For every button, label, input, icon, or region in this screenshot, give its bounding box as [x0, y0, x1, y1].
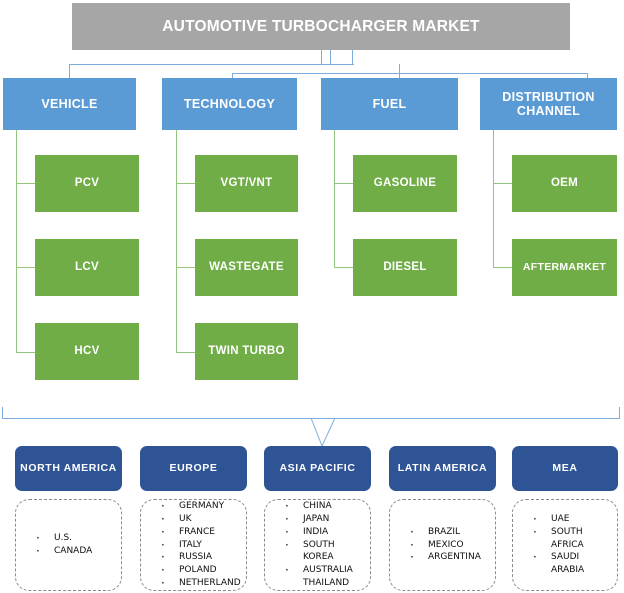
region-box-mea[interactable]: MEA [512, 446, 618, 491]
country-list-item: SOUTH [529, 525, 584, 539]
sub-box-wastegate[interactable]: WASTEGATE [195, 239, 298, 296]
sub-box-pcv[interactable]: PCV [35, 155, 139, 212]
connector-region-bus-left-tick [2, 407, 3, 418]
sub-box-diesel[interactable]: DIESEL [353, 239, 457, 296]
connector-region-bus-right-tick [619, 407, 620, 418]
connector-branch-diesel [334, 267, 353, 268]
connector-root-stub-right [352, 50, 353, 64]
country-list-item: THAILAND [303, 577, 350, 588]
country-list-item: POLAND [157, 563, 241, 577]
connector-root-stub-mid [330, 50, 331, 64]
country-list-item: UAE [529, 512, 584, 526]
country-list-item: AUSTRALIA [281, 563, 353, 577]
connector-branch-wastegate [176, 267, 195, 268]
sub-box-lcv[interactable]: LCV [35, 239, 139, 296]
country-list-item: CHINA [281, 500, 353, 513]
connector-branch-oem [493, 183, 512, 184]
root-title-box: AUTOMOTIVE TURBOCHARGER MARKET [72, 3, 570, 50]
connector-drop-vehicle [69, 64, 70, 78]
sub-box-hcv[interactable]: HCV [35, 323, 139, 380]
connector-spine-distribution [493, 130, 494, 268]
country-list-item: BRAZIL [406, 525, 481, 539]
connector-spine-technology [176, 130, 177, 353]
country-list-item: SAUDI [529, 550, 584, 564]
connector-spine-vehicle [16, 130, 17, 353]
sub-box-twin-turbo[interactable]: TWIN TURBO [195, 323, 298, 380]
country-list-box-latin-america: BRAZILMEXICOARGENTINA [389, 499, 496, 591]
country-list: U.S.CANADA [32, 531, 92, 558]
region-box-north-america[interactable]: NORTH AMERICA [15, 446, 122, 491]
country-list: GERMANYUKFRANCEITALYRUSSIAPOLANDNETHERLA… [157, 500, 241, 590]
country-list-item: JAPAN [281, 512, 353, 526]
country-list-item: GERMANY [157, 500, 241, 513]
country-list: UAESOUTHAFRICASAUDIARABIA [529, 512, 585, 577]
country-list-item: KOREA [303, 552, 334, 563]
country-list-item: RUSSIA [157, 550, 241, 564]
category-box-distribution[interactable]: DISTRIBUTION CHANNEL [480, 78, 617, 130]
connector-branch-lcv [16, 267, 35, 268]
category-box-technology[interactable]: TECHNOLOGY [162, 78, 297, 130]
country-list-item: ARABIA [551, 565, 585, 576]
region-box-latin-america[interactable]: LATIN AMERICA [389, 446, 496, 491]
region-box-europe[interactable]: EUROPE [140, 446, 247, 491]
country-list-box-mea: UAESOUTHAFRICASAUDIARABIA [512, 499, 618, 591]
country-list: CHINAJAPANINDIASOUTHKOREAAUSTRALIATHAILA… [281, 500, 353, 589]
connector-drop-technology [232, 73, 233, 78]
category-box-fuel[interactable]: FUEL [321, 78, 458, 130]
connector-drop-fuel [399, 64, 400, 78]
sub-box-oem[interactable]: OEM [512, 155, 617, 212]
country-list-item: FRANCE [157, 525, 241, 539]
sub-box-vgt-vnt[interactable]: VGT/VNT [195, 155, 298, 212]
country-list-item: NETHERLAND [157, 576, 241, 590]
connector-branch-vgtvnt [176, 183, 195, 184]
country-list-item: SOUTH [281, 538, 353, 552]
connector-bus-lower [232, 73, 587, 74]
connector-branch-hcv [16, 352, 35, 353]
country-list-box-asia-pacific: CHINAJAPANINDIASOUTHKOREAAUSTRALIATHAILA… [264, 499, 371, 591]
country-list-item: ARGENTINA [406, 550, 481, 564]
country-list-item: AFRICA [551, 539, 584, 550]
country-list: BRAZILMEXICOARGENTINA [406, 525, 481, 565]
connector-spine-fuel [334, 130, 335, 268]
country-list-item: UK [157, 512, 241, 526]
sub-box-aftermarket[interactable]: AFTERMARKET [512, 239, 617, 296]
country-list-item: U.S. [32, 531, 92, 545]
region-box-asia-pacific[interactable]: ASIA PACIFIC [264, 446, 371, 491]
connector-branch-gasoline [334, 183, 353, 184]
connector-root-stub-left [321, 50, 322, 64]
country-list-box-north-america: U.S.CANADA [15, 499, 122, 591]
connector-region-drop-asia-pacific [310, 417, 336, 448]
connector-drop-distribution [587, 73, 588, 78]
category-box-vehicle[interactable]: VEHICLE [3, 78, 136, 130]
connector-bus-upper [69, 64, 354, 65]
connector-branch-pcv [16, 183, 35, 184]
country-list-item: INDIA [281, 525, 353, 539]
sub-box-gasoline[interactable]: GASOLINE [353, 155, 457, 212]
country-list-box-europe: GERMANYUKFRANCEITALYRUSSIAPOLANDNETHERLA… [140, 499, 247, 591]
connector-branch-twinturbo [176, 352, 195, 353]
country-list-item: CANADA [32, 544, 92, 558]
country-list-item: ITALY [157, 538, 241, 552]
country-list-item: MEXICO [406, 538, 481, 552]
connector-branch-aftermarket [493, 267, 512, 268]
